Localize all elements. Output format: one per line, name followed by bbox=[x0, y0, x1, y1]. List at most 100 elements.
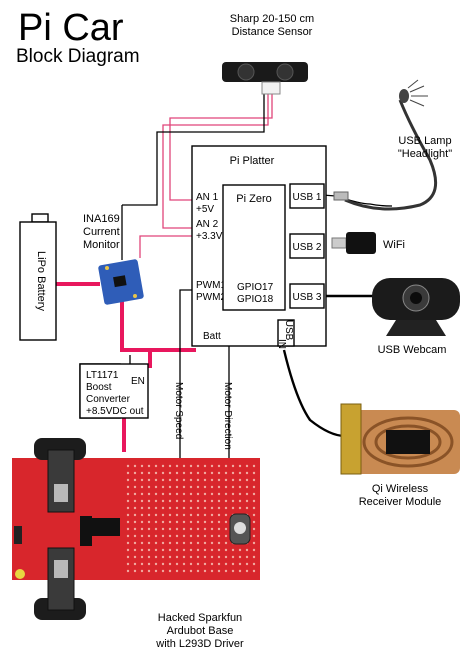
base-label-line1: Hacked Sparkfun bbox=[158, 612, 242, 624]
proto-hole bbox=[155, 563, 157, 565]
proto-hole bbox=[232, 556, 234, 558]
proto-hole bbox=[218, 486, 220, 488]
proto-hole bbox=[232, 493, 234, 495]
proto-hole bbox=[176, 472, 178, 474]
proto-hole bbox=[197, 479, 199, 481]
pi-zero-title: Pi Zero bbox=[236, 193, 271, 205]
proto-hole bbox=[190, 465, 192, 467]
proto-hole bbox=[127, 493, 129, 495]
proto-hole bbox=[225, 570, 227, 572]
proto-hole bbox=[204, 465, 206, 467]
proto-hole bbox=[204, 570, 206, 572]
proto-hole bbox=[232, 479, 234, 481]
qi-label-line1: Qi Wireless bbox=[372, 483, 429, 495]
proto-hole bbox=[211, 542, 213, 544]
pizero-gpio18: GPIO18 bbox=[237, 294, 274, 305]
proto-hole bbox=[197, 465, 199, 467]
proto-hole bbox=[197, 549, 199, 551]
proto-hole bbox=[155, 472, 157, 474]
front-motor bbox=[48, 450, 74, 512]
proto-hole bbox=[211, 570, 213, 572]
rear-gearbox bbox=[54, 560, 68, 578]
proto-hole bbox=[253, 542, 255, 544]
proto-hole bbox=[218, 542, 220, 544]
proto-hole bbox=[169, 542, 171, 544]
proto-hole bbox=[239, 563, 241, 565]
proto-hole bbox=[204, 549, 206, 551]
proto-hole bbox=[211, 535, 213, 537]
proto-hole bbox=[176, 556, 178, 558]
proto-hole bbox=[246, 500, 248, 502]
proto-hole bbox=[127, 521, 129, 523]
proto-hole bbox=[197, 521, 199, 523]
proto-hole bbox=[204, 563, 206, 565]
qi-label-line2: Receiver Module bbox=[359, 496, 442, 508]
proto-hole bbox=[183, 514, 185, 516]
proto-hole bbox=[253, 556, 255, 558]
proto-hole bbox=[141, 500, 143, 502]
proto-hole bbox=[169, 514, 171, 516]
proto-hole bbox=[253, 486, 255, 488]
ina169-pad bbox=[133, 294, 137, 298]
proto-hole bbox=[155, 549, 157, 551]
proto-hole bbox=[204, 514, 206, 516]
proto-hole bbox=[183, 465, 185, 467]
proto-hole bbox=[246, 563, 248, 565]
lamp-label-line2: "Headlight" bbox=[398, 148, 452, 160]
qi-circuit-board bbox=[341, 404, 361, 474]
proto-hole bbox=[190, 542, 192, 544]
rear-motor bbox=[48, 548, 74, 610]
proto-hole bbox=[225, 535, 227, 537]
proto-hole bbox=[190, 500, 192, 502]
proto-hole bbox=[204, 542, 206, 544]
proto-hole bbox=[169, 486, 171, 488]
proto-hole bbox=[190, 549, 192, 551]
proto-hole bbox=[232, 549, 234, 551]
proto-hole bbox=[134, 528, 136, 530]
base-label-line3: with L293D Driver bbox=[155, 638, 244, 650]
proto-hole bbox=[197, 556, 199, 558]
proto-hole bbox=[169, 528, 171, 530]
proto-hole bbox=[218, 493, 220, 495]
proto-hole bbox=[148, 514, 150, 516]
proto-hole bbox=[232, 500, 234, 502]
proto-hole bbox=[218, 514, 220, 516]
proto-hole bbox=[127, 556, 129, 558]
proto-hole bbox=[162, 465, 164, 467]
proto-hole bbox=[225, 486, 227, 488]
proto-hole bbox=[141, 472, 143, 474]
proto-hole bbox=[246, 507, 248, 509]
proto-hole bbox=[169, 500, 171, 502]
proto-hole bbox=[218, 507, 220, 509]
proto-hole bbox=[127, 486, 129, 488]
proto-hole bbox=[155, 535, 157, 537]
proto-hole bbox=[218, 570, 220, 572]
proto-hole bbox=[183, 528, 185, 530]
battery-label: LiPo Battery bbox=[35, 251, 47, 311]
proto-hole bbox=[232, 507, 234, 509]
platter-an1: AN 1 bbox=[196, 192, 219, 203]
wifi-usb-plug bbox=[332, 238, 346, 248]
proto-hole bbox=[134, 514, 136, 516]
proto-hole bbox=[239, 479, 241, 481]
proto-hole bbox=[148, 486, 150, 488]
proto-hole bbox=[162, 563, 164, 565]
proto-hole bbox=[155, 528, 157, 530]
proto-hole bbox=[204, 493, 206, 495]
proto-hole bbox=[183, 479, 185, 481]
proto-hole bbox=[141, 479, 143, 481]
ina-output-wire bbox=[140, 236, 195, 258]
proto-hole bbox=[148, 521, 150, 523]
proto-hole bbox=[155, 500, 157, 502]
proto-hole bbox=[183, 535, 185, 537]
proto-hole bbox=[134, 556, 136, 558]
proto-hole bbox=[169, 479, 171, 481]
proto-hole bbox=[211, 500, 213, 502]
proto-hole bbox=[218, 528, 220, 530]
proto-hole bbox=[204, 528, 206, 530]
proto-hole bbox=[141, 486, 143, 488]
proto-hole bbox=[169, 556, 171, 558]
proto-hole bbox=[134, 465, 136, 467]
proto-hole bbox=[148, 528, 150, 530]
sensor-body bbox=[222, 62, 308, 82]
